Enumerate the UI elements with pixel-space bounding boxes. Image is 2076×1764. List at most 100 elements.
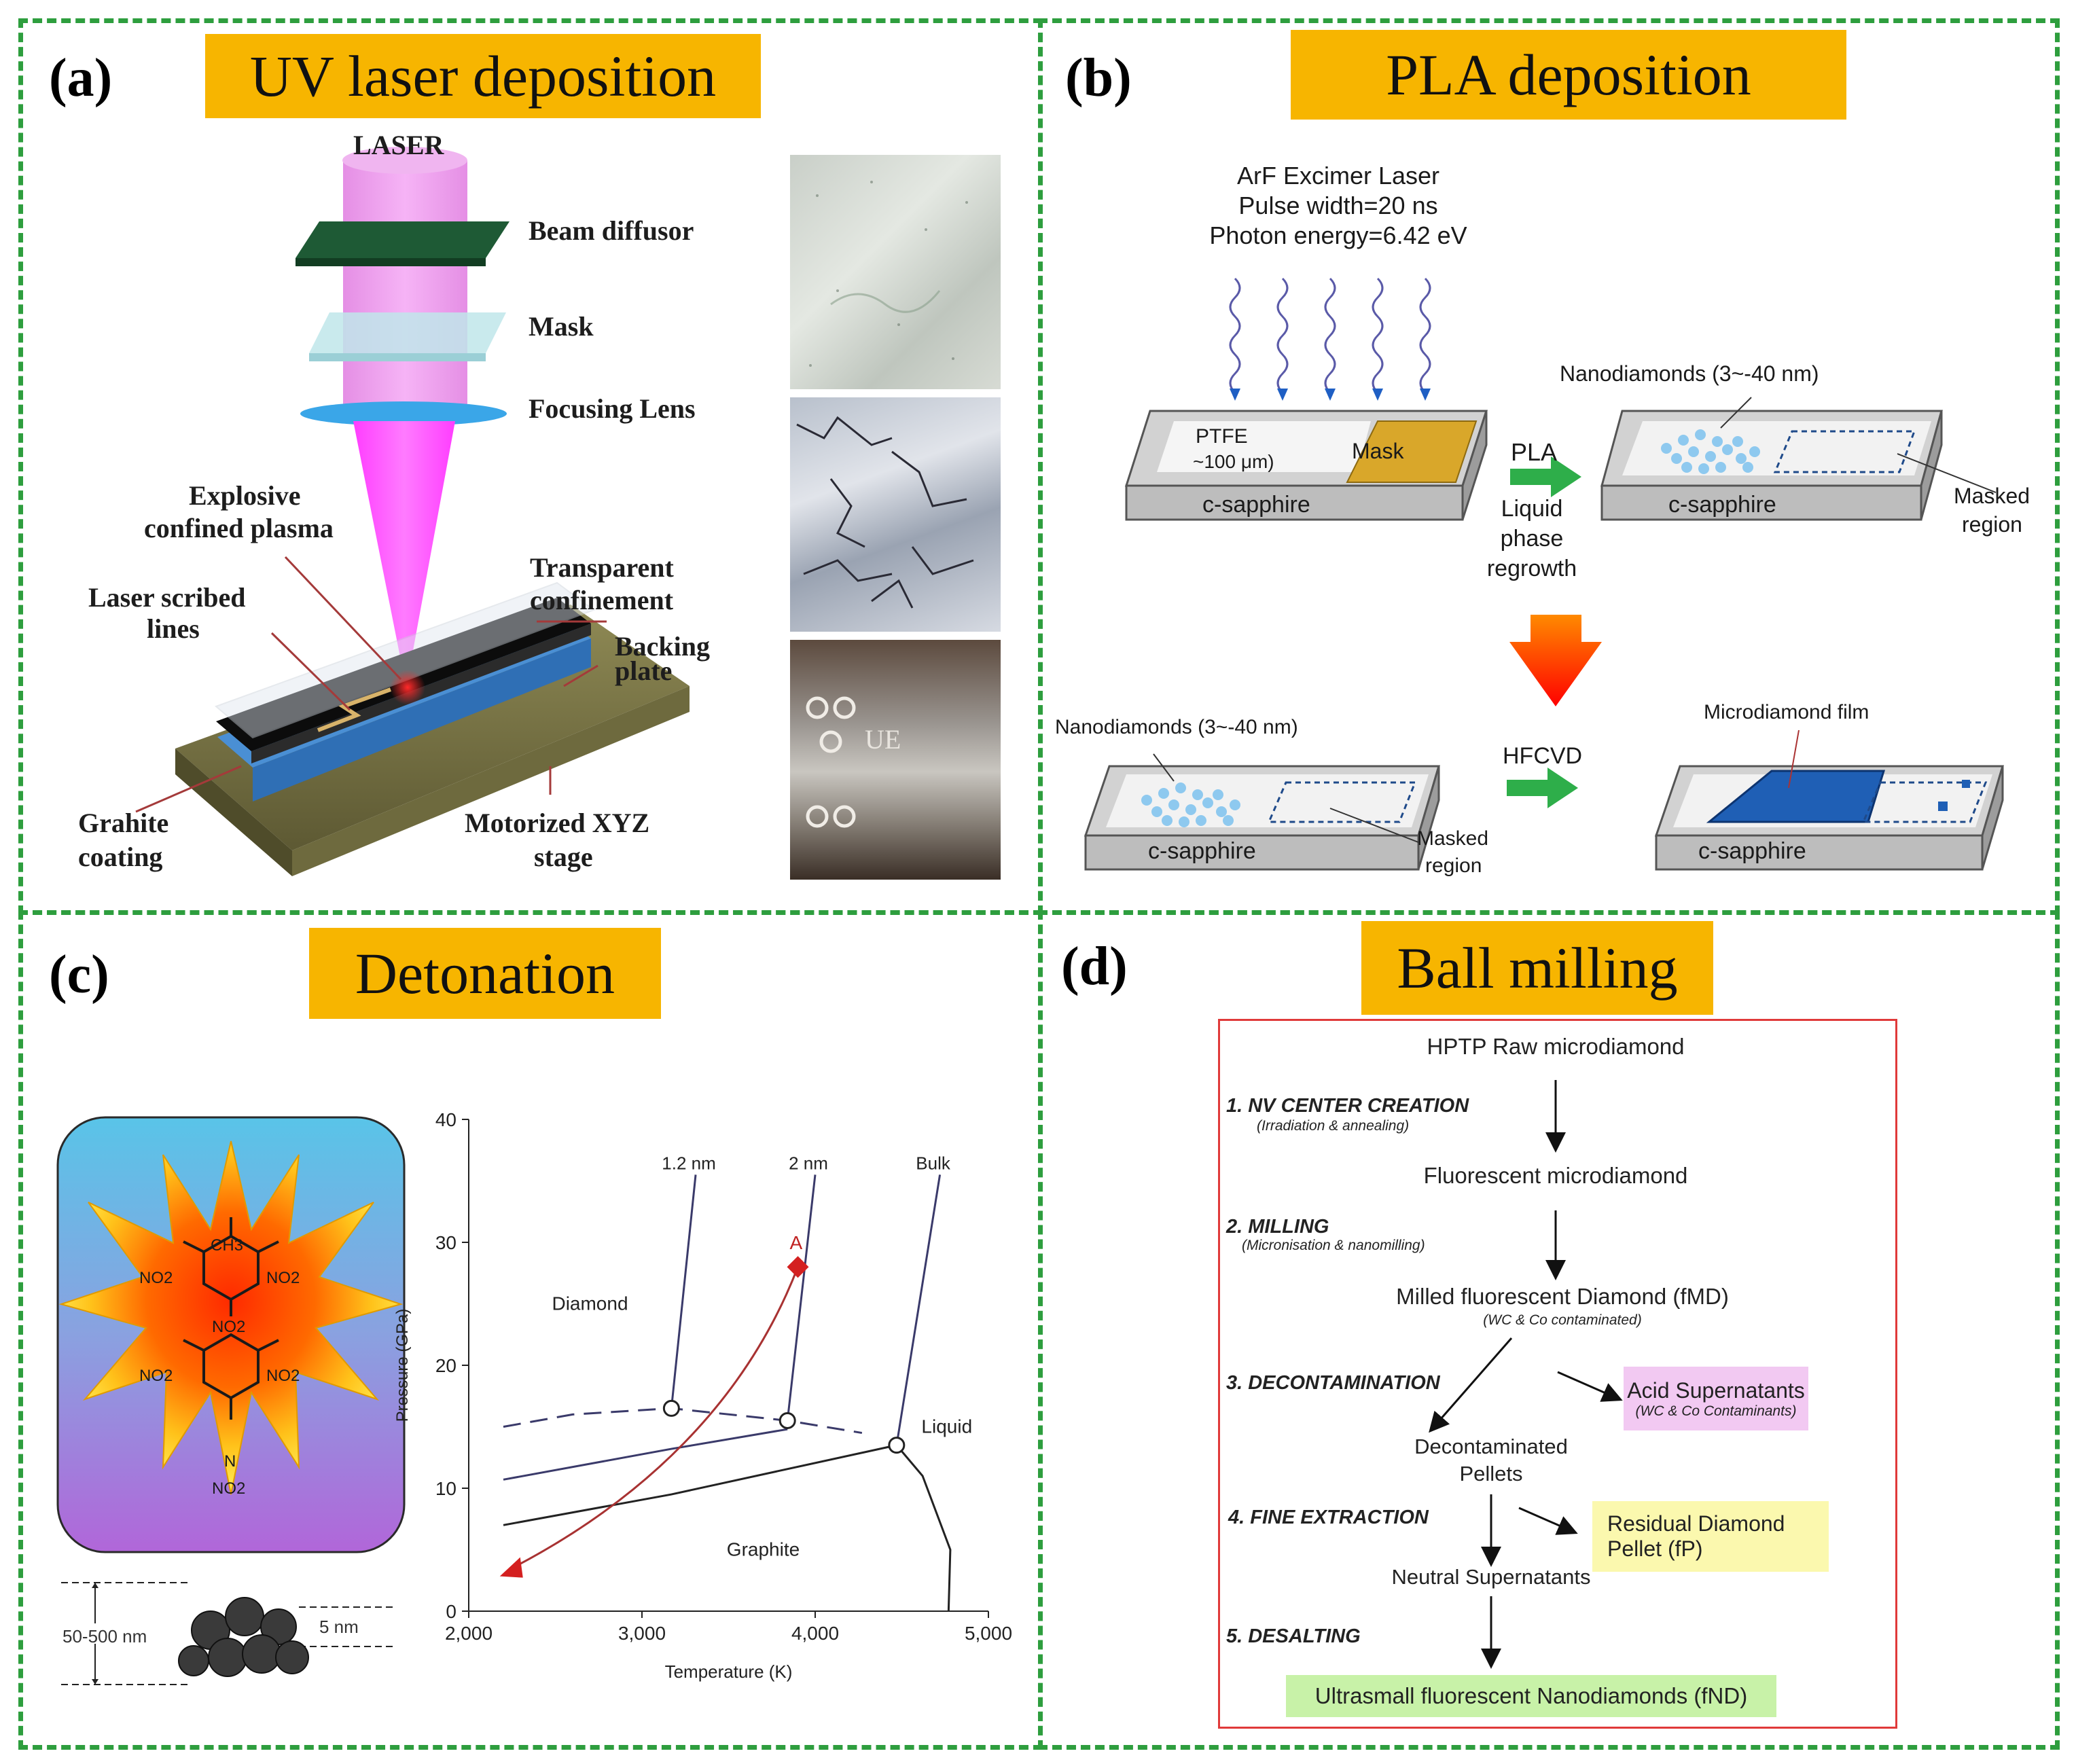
laser-spec-1: ArF Excimer Laser xyxy=(1236,162,1440,190)
node-raw: HPTP Raw microdiamond xyxy=(1427,1034,1685,1059)
y-axis-label: Pressure (GPa) xyxy=(393,1309,412,1422)
phase-line-6 xyxy=(503,1444,897,1526)
regrowth-label-3: regrowth xyxy=(1486,556,1577,581)
micrograph-photo-1 xyxy=(790,155,1001,389)
panel-c-title: Detonation xyxy=(309,928,661,1019)
flowchart-arrows xyxy=(1429,1080,1623,1669)
label-transparent-2: confinement xyxy=(530,585,674,615)
label-transparent-1: Transparent xyxy=(530,552,674,583)
phase-line-3 xyxy=(895,1174,942,1445)
node-fluorescent: Fluorescent microdiamond xyxy=(1423,1163,1688,1188)
triple-point xyxy=(778,1411,796,1429)
label-graphite-2: coating xyxy=(78,842,163,872)
panel-a-letter: (a) xyxy=(49,48,113,108)
scale-large-label: 50-500 nm xyxy=(62,1626,147,1646)
tnt-rdx-explosion-illustration xyxy=(56,1116,406,1553)
phase-line-7 xyxy=(895,1444,952,1612)
panel-b-letter: (b) xyxy=(1065,48,1132,108)
final-product-box: Ultrasmall fluorescent Nanodiamonds (fND… xyxy=(1286,1675,1776,1717)
x-tick-label: 3,000 xyxy=(618,1623,666,1644)
ptfe-label: PTFE xyxy=(1196,425,1248,448)
phase-line-2 xyxy=(786,1174,817,1421)
regrowth-label-1: Liquid xyxy=(1501,496,1563,522)
node-milled: Milled fluorescent Diamond (fMD) xyxy=(1396,1284,1729,1309)
explosion-star xyxy=(58,1140,404,1495)
step-3-label: 3. DECONTAMINATION xyxy=(1226,1372,1440,1394)
y-tick-label: 0 xyxy=(446,1601,457,1622)
laser-beam xyxy=(343,160,467,405)
panel-b-title: PLA deposition xyxy=(1291,30,1846,120)
laser-spec-3: Photon energy=6.42 eV xyxy=(1209,221,1467,249)
node-decontaminated-1: Decontaminated xyxy=(1414,1435,1568,1458)
start-marker xyxy=(499,1557,523,1578)
hfcvd-label: HFCVD xyxy=(1503,743,1583,769)
step-4-label: 4. FINE EXTRACTION xyxy=(1228,1507,1429,1528)
y-tick-label: 40 xyxy=(435,1109,457,1130)
regrowth-label-2: phase xyxy=(1500,526,1564,552)
label-backing-2: plate xyxy=(615,655,673,686)
masked-region-1b: region xyxy=(1962,512,2022,537)
pla-label: PLA xyxy=(1511,438,1558,466)
no2-label-6: NO2 xyxy=(212,1479,246,1498)
series-label: Bulk xyxy=(916,1153,951,1173)
point-a-marker xyxy=(787,1256,809,1278)
no2-label-3: NO2 xyxy=(212,1318,246,1336)
y-tick-label: 20 xyxy=(435,1355,457,1376)
label-explosive-1: Explosive xyxy=(189,480,301,511)
step-2-sub: (Micronisation & nanomilling) xyxy=(1242,1238,1425,1253)
label-graphite-1: Grahite xyxy=(78,808,169,838)
panel-c-letter: (c) xyxy=(49,945,109,1005)
panel-d-letter: (d) xyxy=(1061,937,1128,996)
node-neutral: Neutral Supernatants xyxy=(1391,1565,1591,1589)
nanodiamond-cluster xyxy=(61,1582,394,1685)
mask-plate xyxy=(309,312,506,353)
ptfe-thickness: ~100 μm) xyxy=(1193,451,1274,472)
y-tick-label: 30 xyxy=(435,1232,457,1253)
x-tick-label: 2,000 xyxy=(445,1623,493,1644)
acid-supernatants-box: Acid Supernatants (WC & Co Contaminants) xyxy=(1624,1367,1808,1430)
substrate-label-4: c-sapphire xyxy=(1698,838,1806,864)
label-scribed-1: Laser scribed xyxy=(88,582,246,613)
red-down-arrow xyxy=(1509,615,1602,706)
label-beam-diffusor: Beam diffusor xyxy=(529,215,694,246)
panel-a-title: UV laser deposition xyxy=(205,34,761,118)
mask-label: Mask xyxy=(1352,439,1404,463)
x-axis-label: Temperature (K) xyxy=(665,1661,793,1682)
scribed-lines xyxy=(317,687,392,732)
substrate-label-2: c-sapphire xyxy=(1668,492,1776,518)
transparent-confinement xyxy=(215,581,596,739)
region-label: Graphite xyxy=(727,1539,800,1560)
step-1-sub: (Irradiation & annealing) xyxy=(1257,1118,1410,1134)
no2-label-1: NO2 xyxy=(139,1269,173,1287)
region-label: Liquid xyxy=(921,1416,972,1437)
acid-label: Acid Supernatants xyxy=(1627,1378,1805,1403)
label-stage-1: Motorized XYZ xyxy=(465,808,650,838)
label-mask: Mask xyxy=(529,311,594,342)
step-5-label: 5. DESALTING xyxy=(1226,1625,1361,1647)
panel-d-border xyxy=(1038,910,2060,1750)
step-2-label: 2. MILLING xyxy=(1226,1216,1329,1238)
panel-d-title: Ball milling xyxy=(1361,921,1713,1015)
flowchart-frame xyxy=(1218,1019,1897,1729)
residual-label-1: Residual Diamond xyxy=(1607,1511,1785,1536)
series-label: 2 nm xyxy=(789,1153,828,1173)
laser-spec-2: Pulse width=20 ns xyxy=(1238,192,1438,219)
final-label: Ultrasmall fluorescent Nanodiamonds (fND… xyxy=(1314,1683,1748,1708)
phase-line-1 xyxy=(670,1174,697,1409)
residual-pellet-box: Residual Diamond Pellet (fP) xyxy=(1592,1501,1829,1572)
nanodiamonds-label-1: Nanodiamonds (3~-40 nm) xyxy=(1560,361,1819,386)
triple-point xyxy=(888,1437,906,1454)
triple-point xyxy=(662,1399,680,1417)
focused-beam xyxy=(353,421,455,687)
residual-label-2: Pellet (fP) xyxy=(1607,1536,1703,1561)
micrograph-photo-2 xyxy=(790,397,1001,632)
masked-region-2b: region xyxy=(1425,854,1482,877)
no2-label-5: NO2 xyxy=(266,1367,300,1385)
label-focusing-lens: Focusing Lens xyxy=(529,393,696,424)
point-a-label: A xyxy=(790,1232,803,1253)
laser-setup-diagram xyxy=(135,147,690,876)
substrate-label-1: c-sapphire xyxy=(1202,492,1310,518)
phase-line-4 xyxy=(503,1407,863,1435)
svg-text:UE: UE xyxy=(865,724,901,755)
pressure-path xyxy=(512,1266,799,1569)
